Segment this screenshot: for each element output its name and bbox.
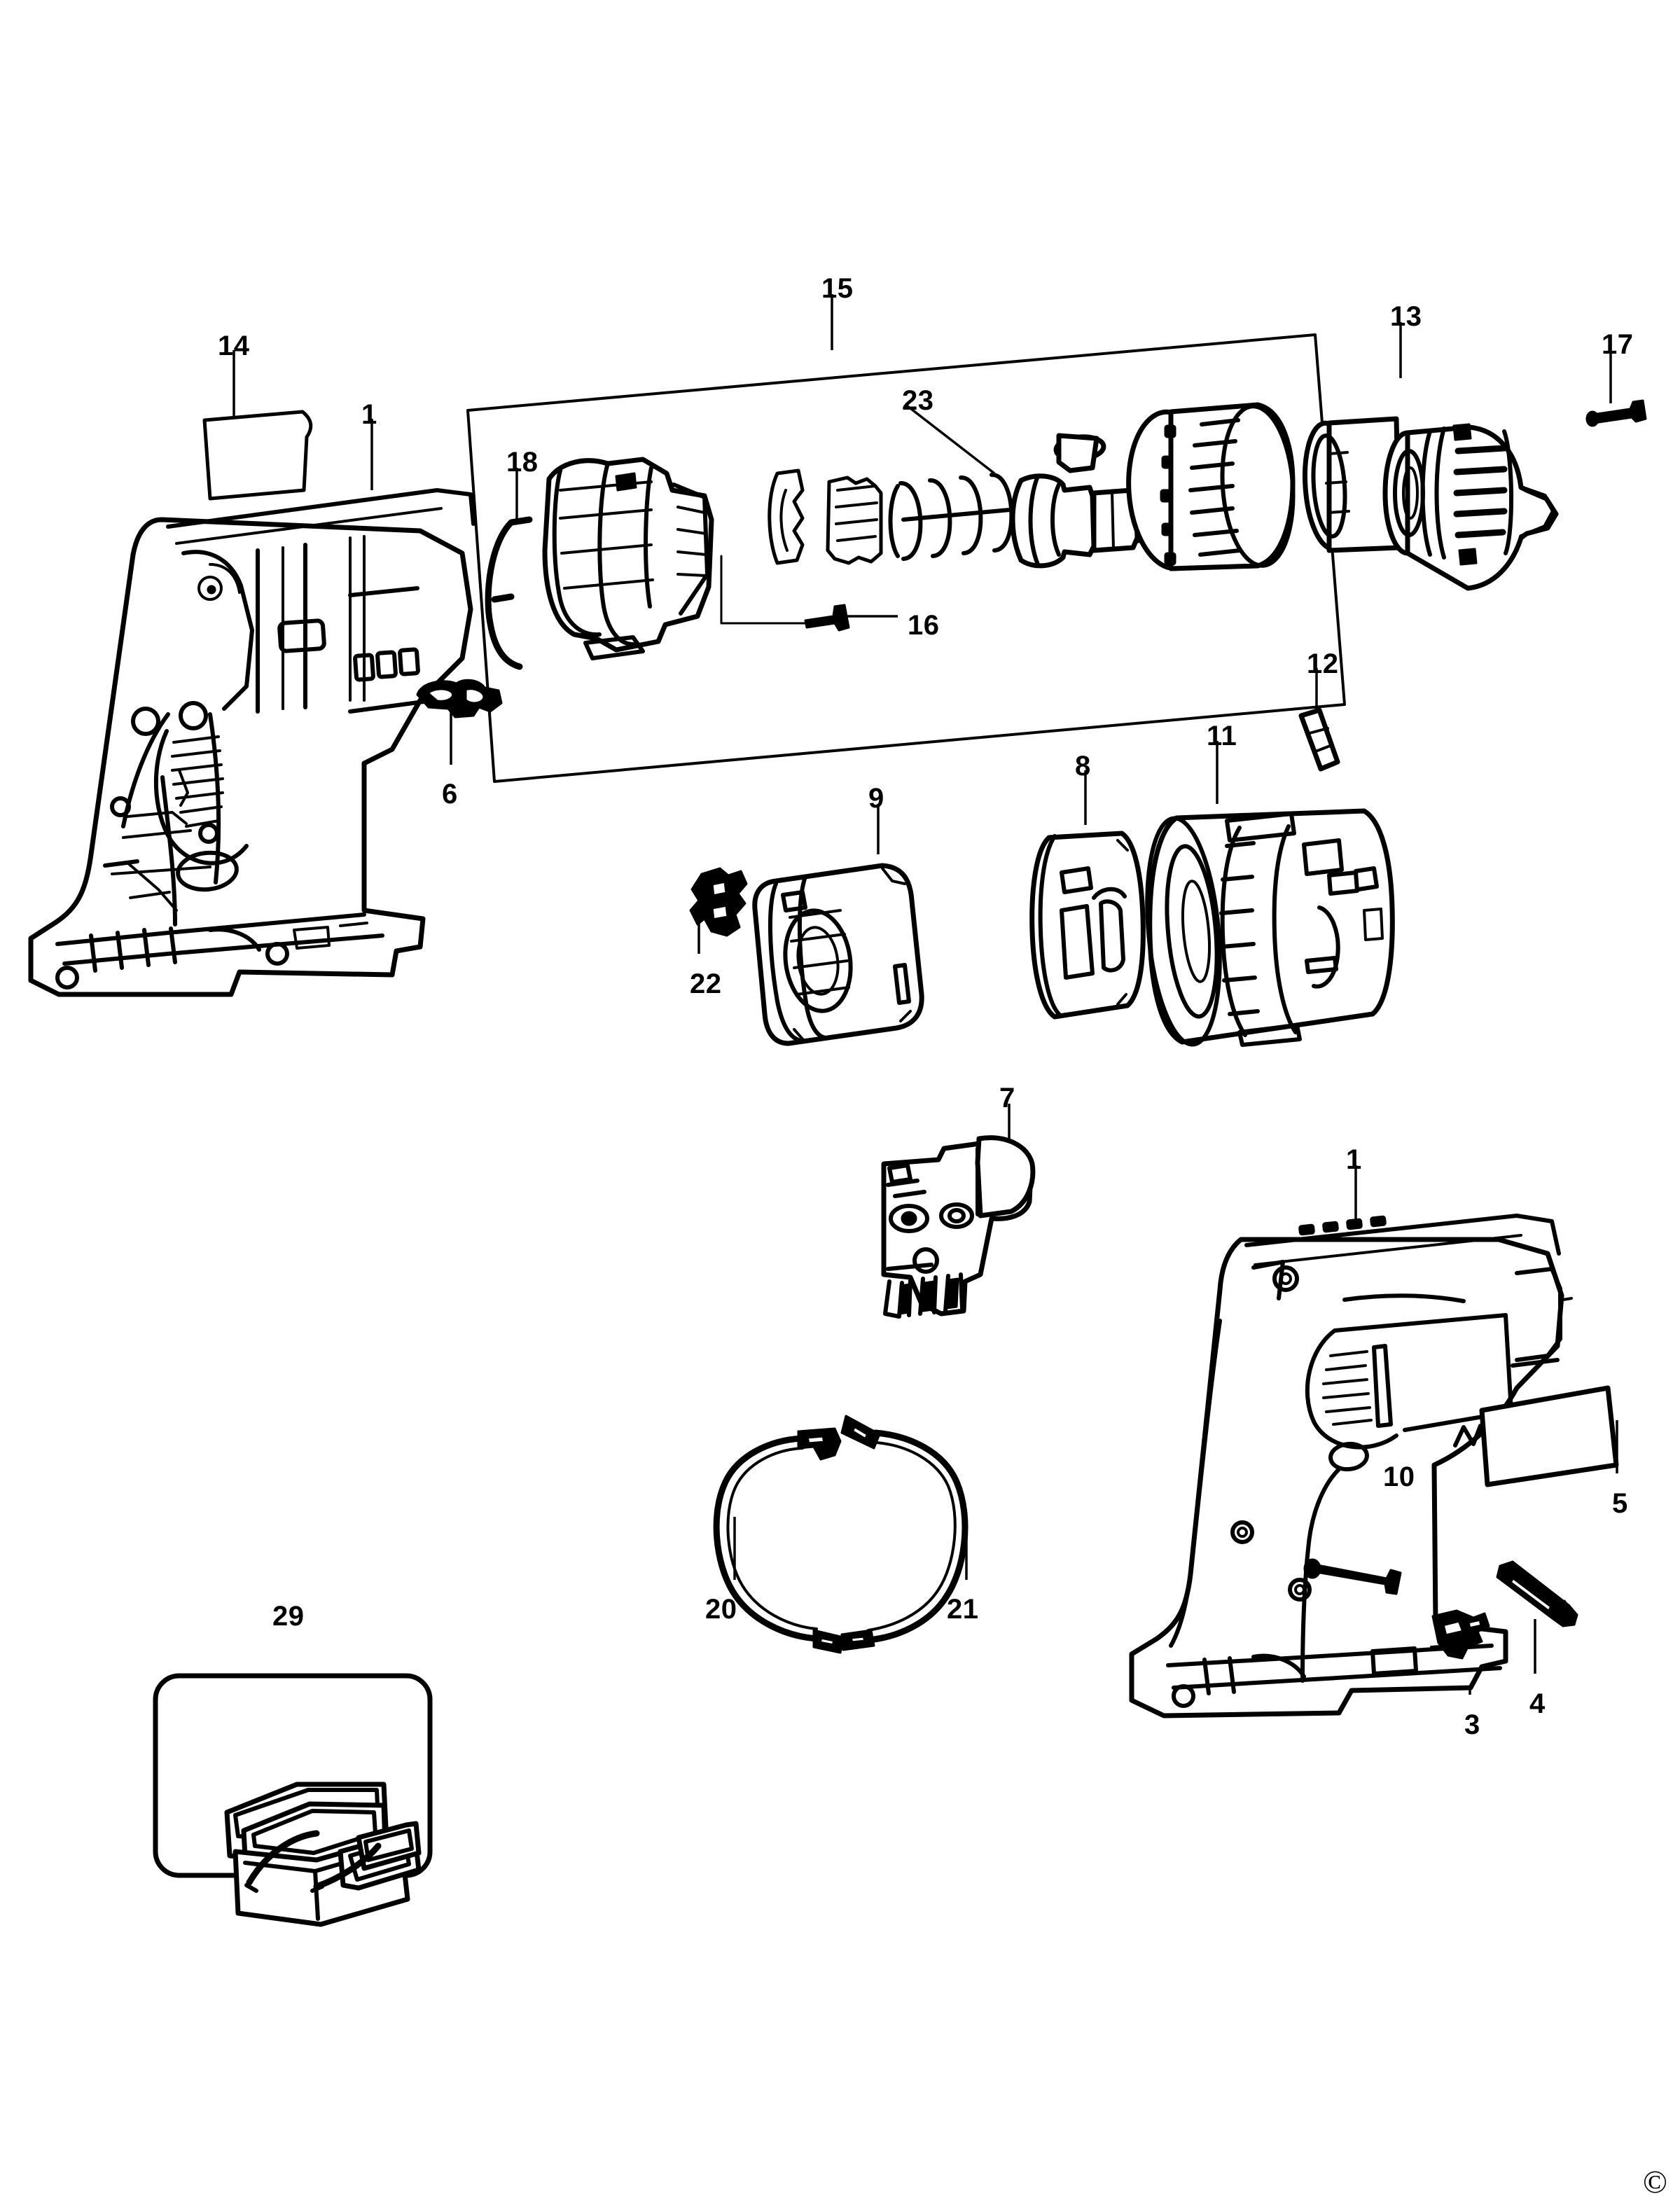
part-clutch-ring	[1053, 433, 1106, 473]
callout-21: 21	[947, 1594, 979, 1625]
part-16-gearbox-screw	[720, 555, 850, 632]
part-gearcase-front	[542, 457, 714, 660]
part-22-brush-holder	[689, 867, 748, 937]
part-6-mode-clip	[416, 679, 503, 718]
callout-7: 7	[999, 1083, 1015, 1113]
part-3-terminal-clip	[1431, 1609, 1490, 1660]
part-4-bit-screw	[1496, 1560, 1578, 1627]
callout-1-right: 1	[1346, 1144, 1362, 1175]
callout-1-left: 1	[361, 399, 377, 430]
callout-12: 12	[1307, 648, 1339, 679]
part-14-nameplate-left	[202, 410, 313, 501]
callout-14: 14	[218, 331, 250, 361]
part-9-motor	[752, 863, 924, 1046]
callout-13: 13	[1390, 301, 1422, 332]
callout-15: 15	[821, 273, 854, 304]
callout-23: 23	[902, 385, 934, 416]
callout-4: 4	[1529, 1688, 1546, 1719]
copyright-icon: ©	[1643, 2164, 1667, 2200]
part-1-housing-half-left	[28, 488, 475, 997]
part-17-chuck-screw	[1585, 399, 1647, 427]
part-8-motor-cap	[1029, 831, 1146, 1020]
part-7-trigger-switch	[881, 1135, 1036, 1319]
part-20-wire-left	[713, 1427, 845, 1654]
part-13-keyless-chuck	[1382, 423, 1559, 591]
callout-3: 3	[1464, 1709, 1480, 1740]
part-spacer-ring	[1303, 416, 1402, 553]
callout-10: 10	[1383, 1461, 1415, 1492]
callout-17: 17	[1602, 329, 1634, 360]
part-11-clutch-housing	[1145, 808, 1395, 1047]
callout-22: 22	[690, 968, 722, 999]
part-10-housing-screw	[1303, 1558, 1402, 1595]
part-29-kit-box	[224, 1782, 422, 1927]
callout-5: 5	[1612, 1488, 1628, 1519]
part-5-nameplate-right	[1479, 1385, 1619, 1487]
callout-8: 8	[1075, 751, 1091, 782]
callout-11: 11	[1207, 721, 1237, 751]
callout-9: 9	[868, 783, 884, 814]
part-23-spindle-assembly	[768, 468, 1185, 569]
callout-18: 18	[506, 447, 539, 478]
region-15-gearbox-box	[466, 333, 1346, 783]
part-18-spring-clip	[485, 516, 533, 670]
callout-16: 16	[908, 610, 940, 641]
part-12-shift-key	[1298, 707, 1340, 772]
callout-6: 6	[442, 779, 458, 810]
part-21-wire-right	[840, 1415, 969, 1651]
callout-29: 29	[272, 1601, 305, 1632]
part-clutch-collar	[1126, 402, 1296, 571]
callout-20: 20	[705, 1594, 737, 1625]
